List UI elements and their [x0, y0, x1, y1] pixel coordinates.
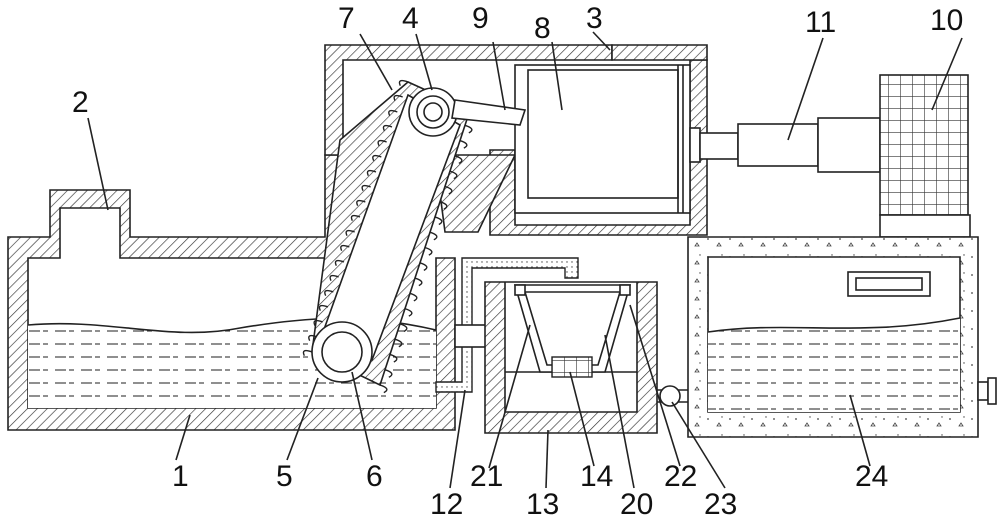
scraper-hook: [454, 155, 463, 165]
scraper-hook: [372, 154, 382, 161]
scraper-hook: [424, 246, 433, 256]
scraper-hook: [399, 323, 408, 333]
scraper-hook: [429, 231, 438, 241]
label-2: 2: [72, 86, 89, 119]
right-tank-water: [708, 318, 960, 412]
scraper-hook: [389, 353, 398, 363]
scraper-hook: [394, 338, 403, 348]
label-3: 3: [586, 2, 603, 35]
label-8: 8: [534, 12, 551, 45]
scraper-hook: [318, 304, 329, 311]
valve: [657, 385, 688, 407]
scraper-hook: [414, 277, 423, 287]
scraper-hook: [334, 259, 345, 266]
label-7: 7: [338, 2, 355, 35]
scraper-hook: [419, 262, 428, 271]
scraper-hook: [388, 109, 398, 116]
leader-lines: [87, 31, 963, 489]
motor-box: [514, 64, 691, 214]
scraper-hook: [329, 274, 339, 281]
label-21: 21: [470, 460, 503, 493]
scraper-hook: [379, 384, 388, 394]
scraper-hook: [382, 124, 393, 131]
scraper-hook: [350, 214, 361, 221]
label-23: 23: [704, 488, 737, 521]
scraper-hook: [398, 79, 409, 86]
link-rod: [451, 99, 527, 126]
scraper-hook: [393, 94, 403, 101]
right-tank: [687, 236, 997, 438]
label-24: 24: [855, 460, 888, 493]
filter-box: [484, 281, 658, 434]
scraper-hook: [439, 201, 448, 210]
scraper-hook: [361, 184, 371, 191]
label-9: 9: [472, 2, 489, 35]
label-12: 12: [430, 488, 463, 521]
scraper-hook: [366, 169, 377, 176]
scraper-hook: [384, 369, 393, 378]
pipe: [435, 257, 579, 393]
belt-conveyor: [302, 79, 478, 394]
scraper-hook: [434, 216, 443, 226]
scraper-hook: [324, 289, 334, 296]
scraper-hook: [340, 244, 350, 251]
label-10: 10: [930, 4, 963, 37]
scraper-hook: [459, 139, 468, 149]
scraper-hook: [302, 349, 313, 356]
scraper-hook: [377, 139, 387, 146]
scraper-hook: [345, 229, 355, 236]
label-14: 14: [580, 460, 613, 493]
label-11: 11: [805, 6, 836, 39]
label-4: 4: [402, 2, 419, 35]
scraper-hook: [449, 170, 458, 180]
scraper-hook: [356, 199, 366, 206]
scraper-hook: [464, 124, 473, 134]
label-20: 20: [620, 488, 653, 521]
scraper-hook: [409, 292, 418, 302]
scraper-hook: [313, 319, 323, 326]
label-6: 6: [366, 460, 383, 493]
scraper-hook: [444, 185, 453, 195]
scraper-hook: [404, 307, 413, 317]
label-5: 5: [276, 460, 293, 493]
label-22: 22: [664, 460, 697, 493]
shaft-assembly: [689, 74, 971, 238]
part-labels: 1 2 3 4 5 6 7 8 9 10 11 12 13 14 20 21 2…: [72, 2, 963, 521]
label-1: 1: [172, 460, 189, 493]
label-13: 13: [526, 488, 559, 521]
